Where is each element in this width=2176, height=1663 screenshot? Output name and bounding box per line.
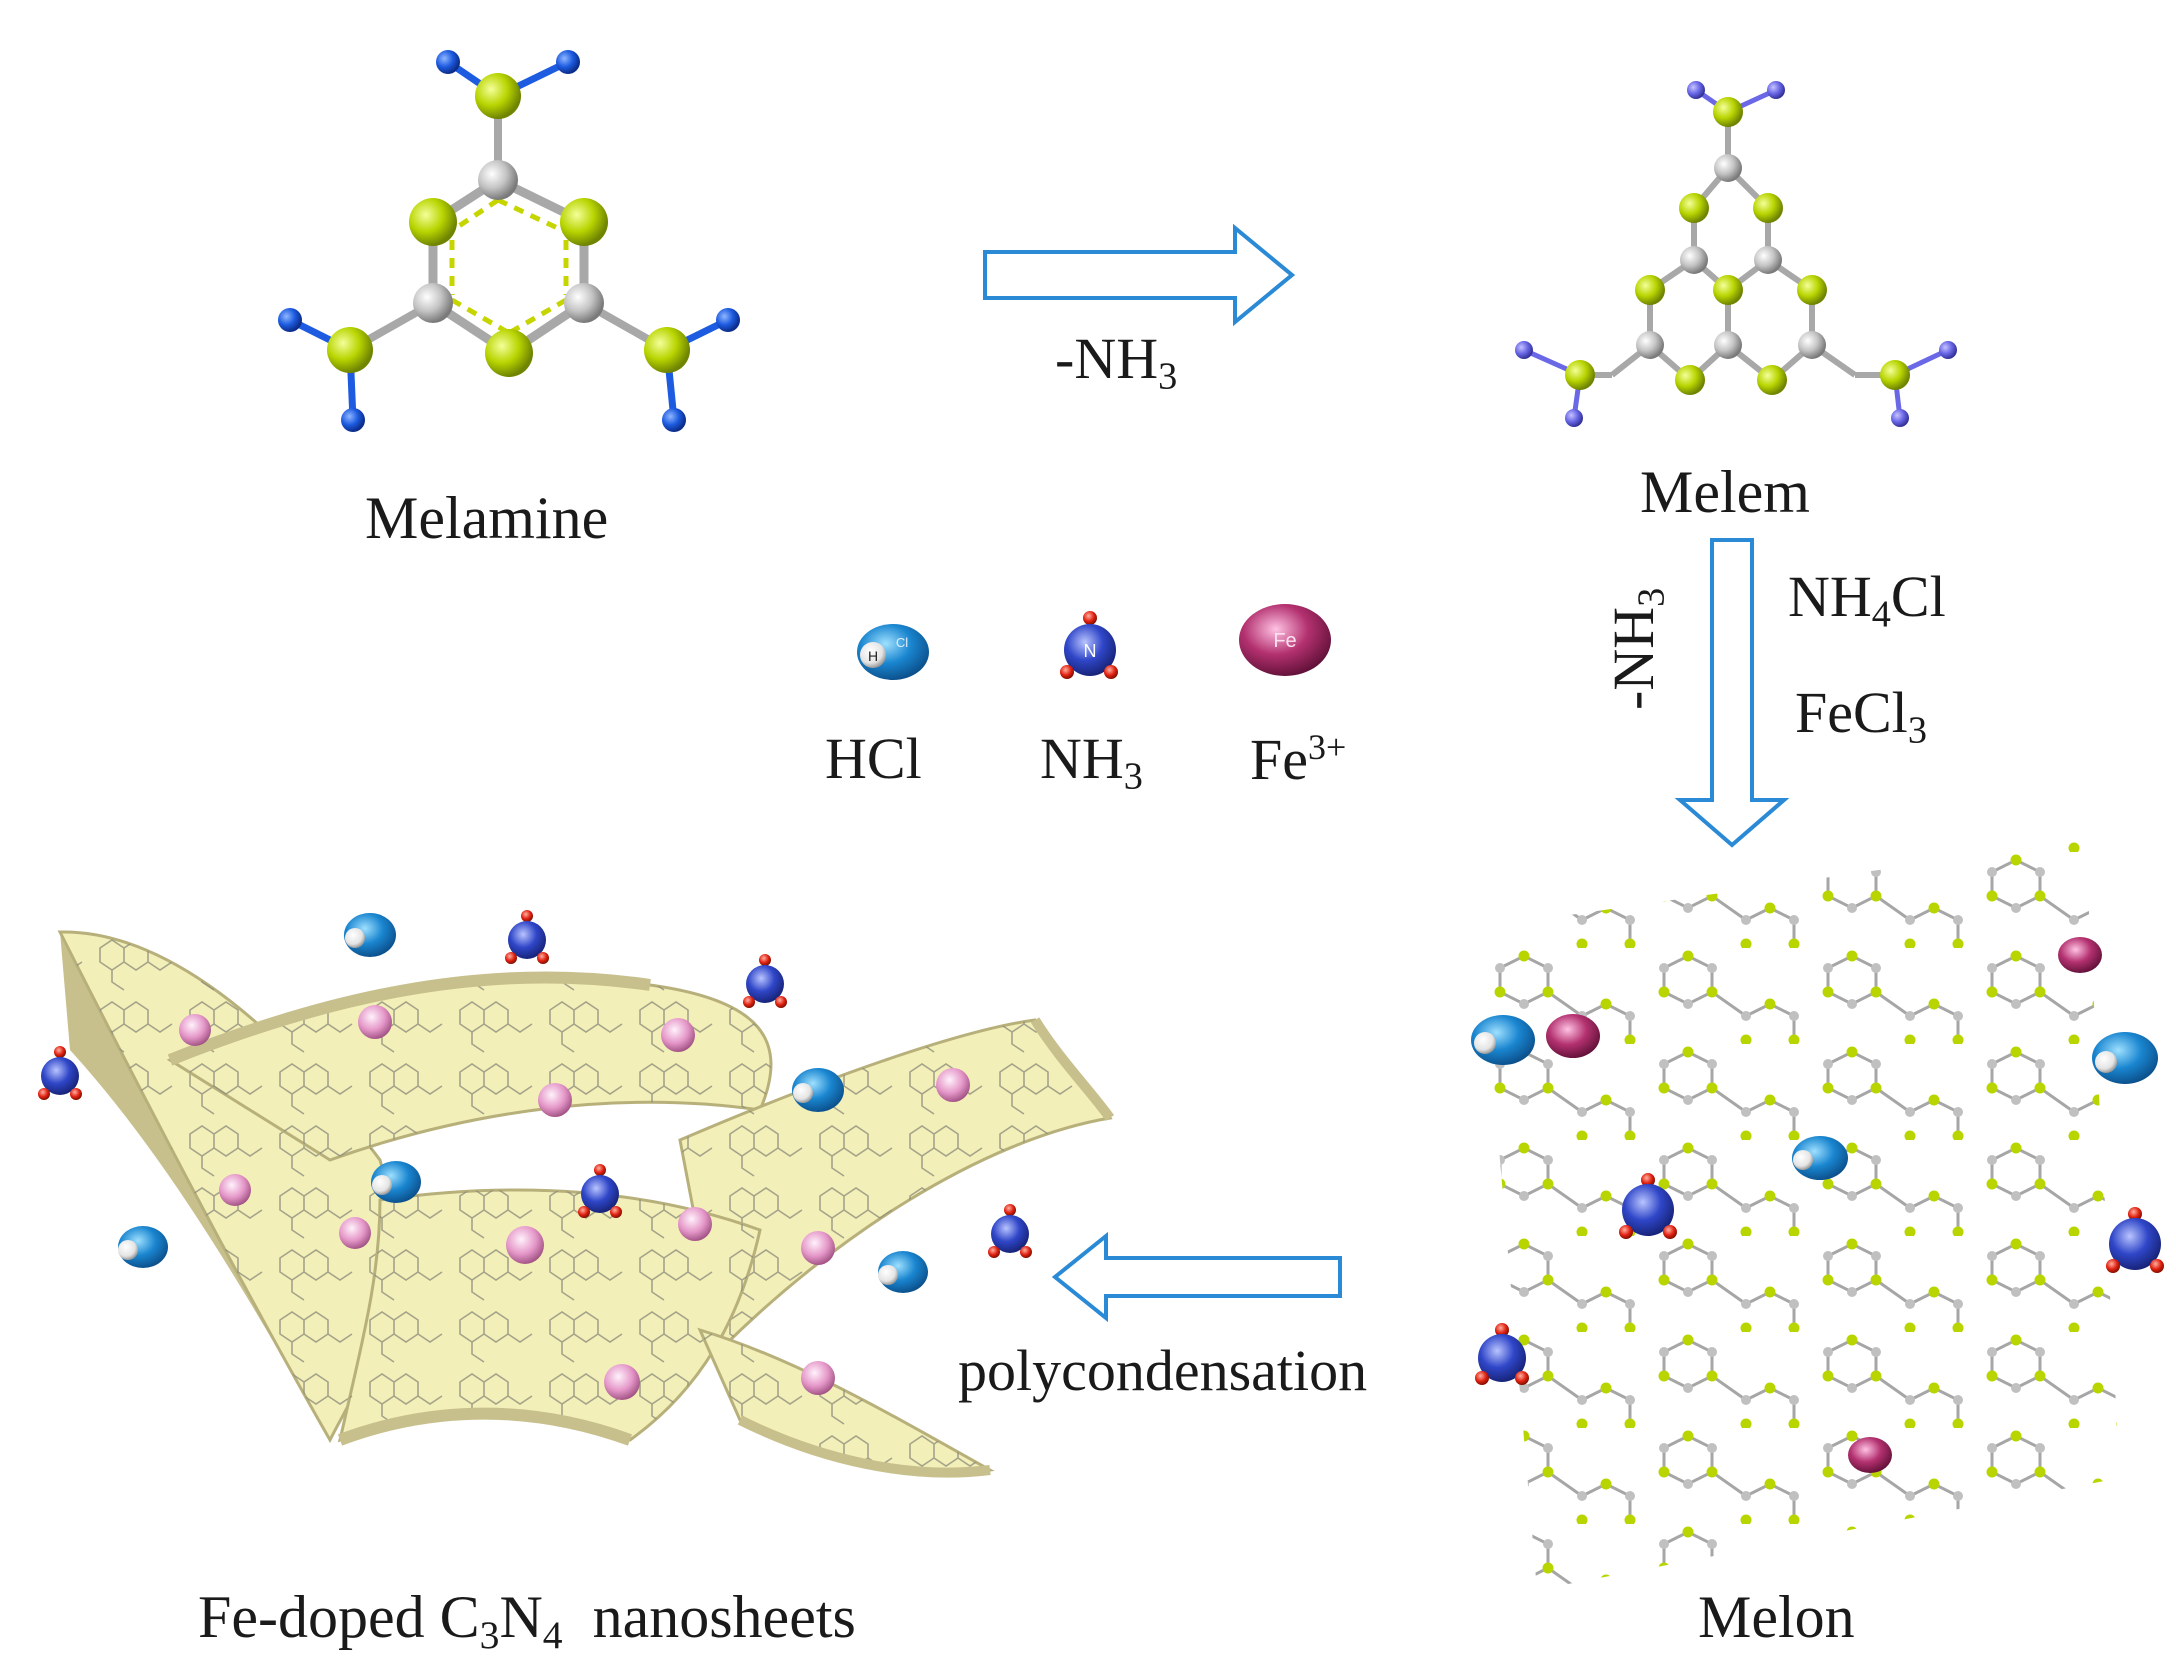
sheet-fe-ion [506, 1226, 544, 1264]
sheet-fe-ion [339, 1217, 371, 1249]
floating-hcl [371, 1161, 421, 1203]
reagent-fecl3-label: FeCl3 [1795, 680, 1927, 752]
reagent-nh4cl-label: NH4Cl [1788, 564, 1946, 636]
melon-nh3 [2106, 1207, 2164, 1273]
legend-hcl-badge: H [868, 648, 878, 664]
legend-hcl-icon: H Cl [857, 624, 929, 680]
legend-fe-badge: Fe [1273, 630, 1296, 652]
step2-byproduct-label: -NH3 [1601, 587, 1673, 710]
melamine-structure [278, 50, 740, 432]
melon-nh3 [1619, 1173, 1677, 1239]
fe-doped-nanosheets-label: Fe-doped C3N4 nanosheets [198, 1584, 856, 1658]
melon-hcl [2092, 1032, 2158, 1084]
sheet-fe-ion [801, 1231, 835, 1265]
sheet-fe-ion [661, 1018, 695, 1052]
legend-hcl-label: HCl [825, 726, 922, 791]
floating-hcl [878, 1251, 928, 1293]
floating-hcl [118, 1226, 168, 1268]
floating-nh3 [988, 1204, 1032, 1258]
melon-fe-ion [2058, 937, 2102, 973]
melon-structure [1471, 840, 2164, 1590]
legend-fe3-label: Fe3+ [1250, 726, 1347, 792]
melon-fe-ion [1546, 1014, 1600, 1058]
melamine-label: Melamine [365, 485, 609, 551]
arrow-melamine-to-melem [983, 223, 1296, 327]
legend-nh3-label: NH3 [1040, 726, 1143, 798]
melem-structure [1515, 81, 1957, 427]
sheet-fe-ion [358, 1005, 392, 1039]
sheet-fe-ion [538, 1083, 572, 1117]
sheet-fe-ion [936, 1068, 970, 1102]
floating-nh3 [578, 1164, 622, 1218]
polycondensation-label: polycondensation [958, 1338, 1368, 1403]
sheet-fe-ion [219, 1174, 251, 1206]
melem-label: Melem [1640, 459, 1810, 525]
floating-hcl [792, 1068, 844, 1112]
arrow-melem-to-melon [1674, 538, 1790, 848]
legend-fe-icon: Fe [1239, 604, 1331, 676]
floating-nh3 [505, 910, 549, 964]
floating-nh3 [38, 1046, 82, 1100]
melon-label: Melon [1698, 1584, 1855, 1650]
floating-nh3 [743, 954, 787, 1008]
legend-nh3-icon: N [1060, 611, 1118, 679]
arrow-melon-to-nanosheets [1051, 1231, 1342, 1323]
sheet-fe-ion [678, 1207, 712, 1241]
nanosheets-illustration [38, 910, 1115, 1478]
floating-hcl [344, 913, 396, 957]
melon-hcl [1471, 1015, 1535, 1065]
sheet-fe-ion [801, 1361, 835, 1395]
step1-byproduct-label: -NH3 [1055, 326, 1178, 398]
melon-nh3 [1475, 1323, 1529, 1385]
melon-fe-ion [1848, 1437, 1892, 1473]
sheet-fe-ion [604, 1364, 640, 1400]
sheet-fe-ion [179, 1014, 211, 1046]
legend-nh3-badge: N [1084, 641, 1097, 661]
melon-hcl [1792, 1136, 1848, 1180]
legend-cl-badge: Cl [896, 635, 908, 650]
